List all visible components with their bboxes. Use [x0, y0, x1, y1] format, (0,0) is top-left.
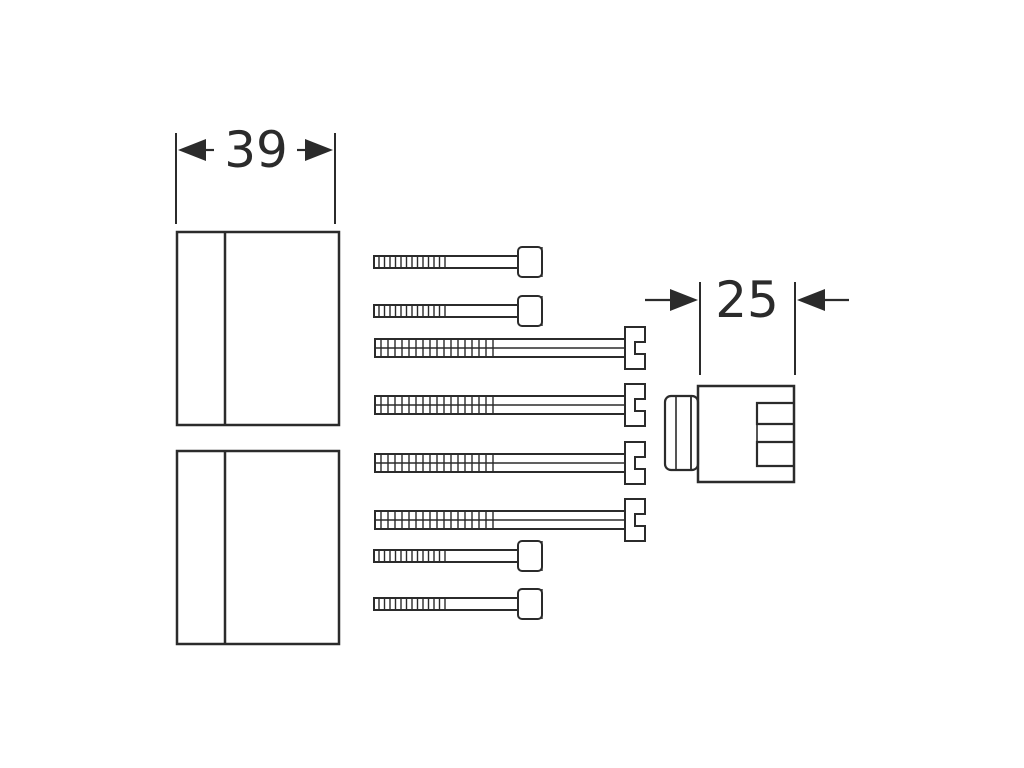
cartridge-notches — [755, 401, 794, 468]
cover-plate-top — [175, 230, 341, 427]
screw-short-2 — [373, 295, 543, 327]
cartridge-body — [696, 384, 796, 484]
arrow-right-icon — [670, 289, 698, 311]
cartridge-collar-ring — [675, 395, 692, 471]
screw-slotted-head — [624, 326, 646, 370]
plate-outline — [175, 449, 341, 646]
screw-head — [517, 588, 543, 620]
screw-short-8 — [373, 588, 543, 620]
screw-slotted-head — [624, 441, 646, 485]
screw-set — [373, 246, 646, 620]
screw-head — [517, 295, 543, 327]
screw-slotted-head — [624, 498, 646, 542]
screw-head — [517, 540, 543, 572]
screw-short-1 — [373, 246, 543, 278]
screw-long-5 — [374, 441, 646, 485]
plate-outline — [175, 230, 341, 427]
screw-short-7 — [373, 540, 543, 572]
cartridge-collar — [663, 394, 700, 472]
dimension-cartridge-length: 25 — [645, 271, 849, 375]
screw-head — [517, 246, 543, 278]
screw-long-3 — [374, 326, 646, 370]
arrow-left-icon — [797, 289, 825, 311]
dimension-plate-width: 39 — [175, 121, 336, 224]
cover-plate-bottom — [175, 449, 341, 646]
screw-slotted-head — [624, 383, 646, 427]
arrow-left-icon — [178, 139, 206, 161]
screw-long-4 — [374, 383, 646, 427]
dimension-label-25: 25 — [715, 271, 779, 329]
arrow-right-icon — [305, 139, 333, 161]
dimension-label-39: 39 — [224, 121, 288, 179]
screw-long-6 — [374, 498, 646, 542]
cartridge — [663, 384, 796, 484]
